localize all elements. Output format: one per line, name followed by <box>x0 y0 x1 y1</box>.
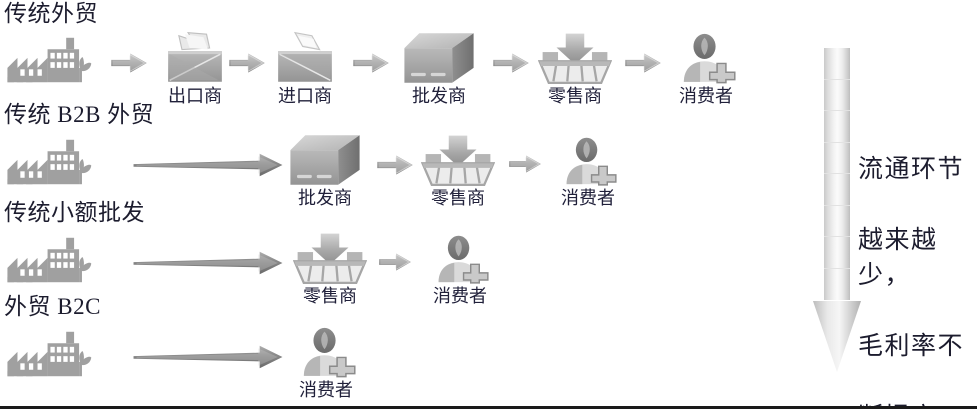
node-caption: 消费者 <box>433 286 487 306</box>
flow-arrow <box>624 50 662 76</box>
flow-row-traditional-b2b-foreign-trade: 批发商 零售商 消费者 <box>0 130 977 230</box>
node-exporter[interactable]: 出口商 <box>152 28 238 106</box>
node-consumer[interactable]: 消费者 <box>283 322 369 400</box>
flow-arrow <box>228 50 266 76</box>
arrow-segment <box>824 79 850 111</box>
row-label-traditional-small-wholesale: 传统小额批发 <box>4 200 145 225</box>
node-caption: 批发商 <box>412 86 466 106</box>
factory-icon <box>6 130 92 188</box>
flow-arrow-long <box>132 344 284 370</box>
arrow-segment <box>824 111 850 143</box>
trend-caption: 流通环节 越来越少， 毛利率不 断提高 <box>858 116 977 407</box>
node-wholesaler[interactable]: 批发商 <box>396 28 482 106</box>
shopping-basket-icon <box>287 228 373 286</box>
node-consumer[interactable]: 消费者 <box>417 228 503 306</box>
node-caption: 消费者 <box>299 380 353 400</box>
node-caption: 零售商 <box>548 86 602 106</box>
flow-row-traditional-small-wholesale: 零售商 消费者 <box>0 228 977 328</box>
node-caption: 零售商 <box>303 286 357 306</box>
node-retailer[interactable]: 零售商 <box>532 28 618 106</box>
node-caption: 消费者 <box>561 188 615 208</box>
row-label-traditional-foreign-trade: 传统外贸 <box>4 1 98 26</box>
flow-arrow-long <box>132 250 284 276</box>
arrow-segment <box>824 237 850 269</box>
node-factory[interactable] <box>6 130 92 189</box>
consumer-person-icon <box>663 28 749 86</box>
arrow-shaft <box>824 48 850 300</box>
row-label-foreign-trade-b2c: 外贸 B2C <box>4 294 101 319</box>
flow-arrow <box>378 250 416 276</box>
arrow-segment <box>824 142 850 174</box>
flow-arrow <box>508 152 546 178</box>
shopping-basket-icon <box>532 28 618 86</box>
node-caption: 零售商 <box>431 188 485 208</box>
factory-icon <box>6 28 92 86</box>
flow-arrow <box>376 152 414 178</box>
consumer-person-icon <box>283 322 369 380</box>
node-factory[interactable] <box>6 322 92 381</box>
flow-arrow-long <box>132 152 284 178</box>
node-retailer[interactable]: 零售商 <box>415 130 501 208</box>
carton-box-icon <box>396 28 482 86</box>
consumer-person-icon <box>417 228 503 286</box>
arrow-segment <box>824 174 850 206</box>
export-box-icon <box>152 28 238 86</box>
arrow-head <box>812 300 862 374</box>
arrow-segment <box>824 48 850 80</box>
trend-caption-line: 毛利率不 <box>858 333 965 360</box>
factory-icon <box>6 228 92 286</box>
import-box-icon <box>262 28 348 86</box>
arrow-segment <box>824 205 850 237</box>
flow-arrow <box>492 50 530 76</box>
flow-row-traditional-foreign-trade: 出口商 进口商 批发商 零售商 <box>0 28 977 128</box>
node-caption: 进口商 <box>278 86 332 106</box>
flow-arrow <box>352 50 390 76</box>
downward-trend-arrow <box>812 48 862 374</box>
arrow-segment <box>824 268 850 300</box>
carton-box-icon <box>282 130 368 188</box>
flow-arrow <box>110 50 148 76</box>
flow-row-foreign-trade-b2c: 消费者 <box>0 322 977 406</box>
row-label-traditional-b2b-foreign-trade: 传统 B2B 外贸 <box>4 102 155 127</box>
node-caption: 批发商 <box>298 188 352 208</box>
node-importer[interactable]: 进口商 <box>262 28 348 106</box>
node-factory[interactable] <box>6 28 92 87</box>
trend-caption-line: 流通环节 <box>858 155 965 183</box>
trend-caption-line: 断提高 <box>858 400 977 406</box>
node-caption: 消费者 <box>679 86 733 106</box>
node-factory[interactable] <box>6 228 92 287</box>
factory-icon <box>6 322 92 380</box>
shopping-basket-icon <box>415 130 501 188</box>
consumer-person-icon <box>545 130 631 188</box>
node-consumer[interactable]: 消费者 <box>663 28 749 106</box>
trend-caption-line: 越来越少， <box>858 226 938 290</box>
node-caption: 出口商 <box>168 86 222 106</box>
node-wholesaler[interactable]: 批发商 <box>282 130 368 208</box>
node-retailer[interactable]: 零售商 <box>287 228 373 306</box>
node-consumer[interactable]: 消费者 <box>545 130 631 208</box>
